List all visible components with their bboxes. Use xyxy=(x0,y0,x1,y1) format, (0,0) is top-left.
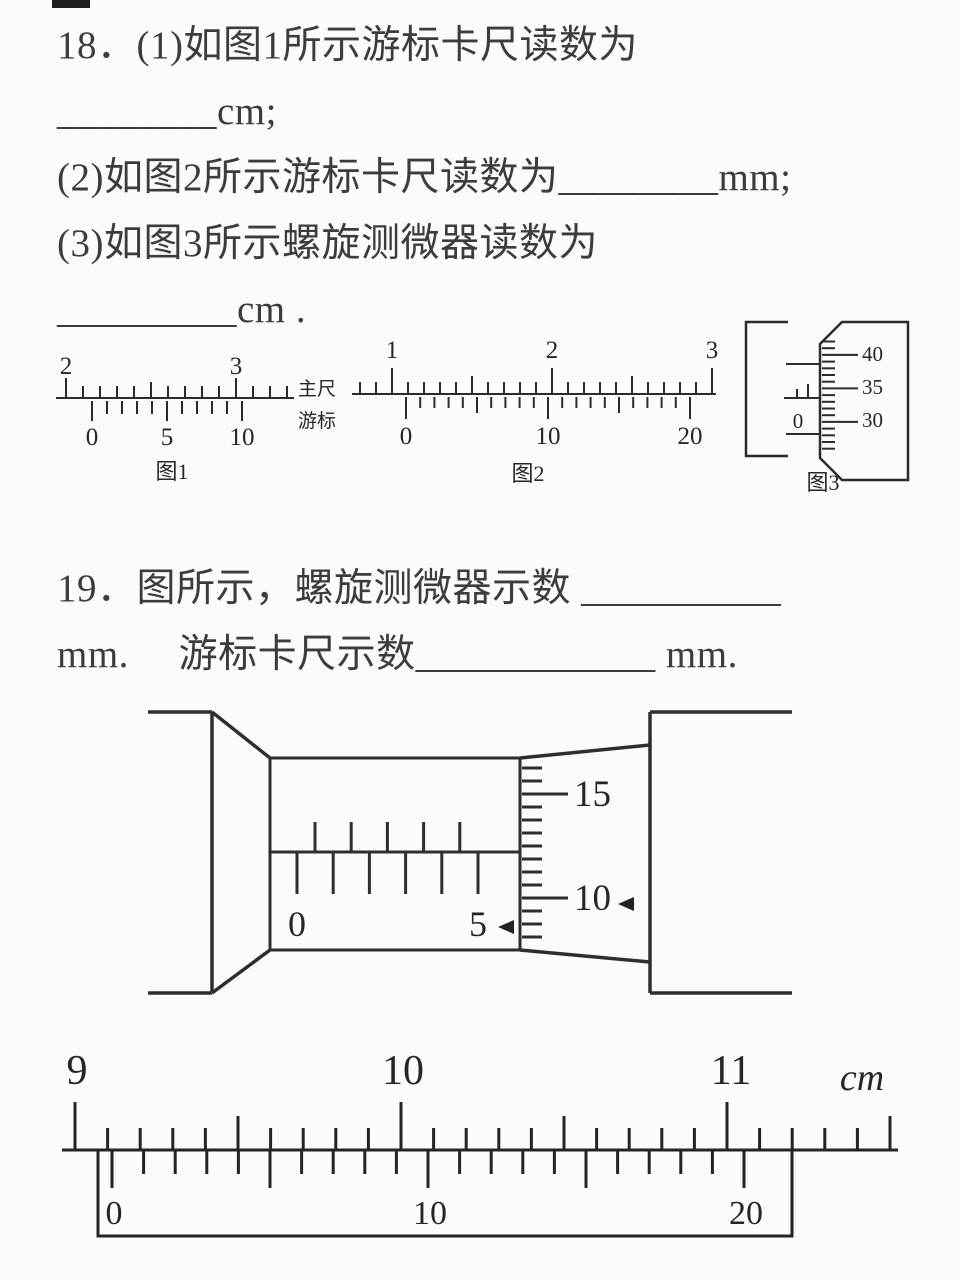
fig2-main-scale-ticks xyxy=(359,368,713,394)
fig3-thimble-ticks xyxy=(822,340,858,450)
caliper-vernier-ticks xyxy=(110,1150,746,1188)
fig2-main-number: 3 xyxy=(706,337,719,364)
fig1-caption: 图1 xyxy=(155,459,188,484)
q18-line-4: (3)如图3所示螺旋测微器读数为 xyxy=(57,222,598,265)
q19-micrometer-figure: 0 5 15 10 xyxy=(148,710,792,995)
sleeve-pointer-arrow-icon xyxy=(498,920,514,934)
micrometer-sleeve-number: 5 xyxy=(469,904,487,944)
fig1-vernier-number: 0 xyxy=(86,424,99,451)
q18-line-2-blank: ________cm; xyxy=(57,90,277,133)
fig3-thimble-number: 40 xyxy=(862,342,883,366)
caliper-vernier-number: 0 xyxy=(106,1195,123,1232)
fig3-thimble-number: 30 xyxy=(862,408,883,432)
fig1-main-scale-ticks xyxy=(65,378,288,398)
caliper-main-scale-ticks xyxy=(73,1102,892,1150)
caliper-main-number: 9 xyxy=(67,1048,88,1094)
q18-line-3: (2)如图2所示游标卡尺读数为________mm; xyxy=(57,156,792,199)
caliper-unit-label: cm xyxy=(840,1057,884,1099)
q19-caliper-figure: 9 10 11 cm 0 10 20 xyxy=(62,1048,898,1238)
fig1-vernier-scale-label: 游标 xyxy=(298,410,336,432)
q18-line-5-blank: _________cm . xyxy=(57,288,307,331)
fig2-caption: 图2 xyxy=(511,461,544,486)
fig1-vernier-number: 5 xyxy=(161,424,174,451)
micrometer-frame-left xyxy=(148,710,272,995)
figure3-micrometer: 0 40 35 30 图3 xyxy=(744,320,910,495)
thimble-pointer-arrow-icon xyxy=(618,897,634,911)
figure1-vernier-caliper: 2 3 主尺 游标 0 5 10 图1 xyxy=(56,353,336,484)
figure2-vernier-caliper: 1 2 3 0 10 20 图2 xyxy=(352,337,719,486)
fig1-vernier-scale-ticks xyxy=(91,401,243,421)
fig3-frame-bracket xyxy=(744,320,788,458)
fig1-main-number: 3 xyxy=(230,353,243,380)
fig2-vernier-number: 0 xyxy=(400,423,413,450)
q19-line-2: mm. 游标卡尺示数____________ mm. xyxy=(57,633,738,676)
micrometer-thimble-number: 10 xyxy=(574,878,611,919)
fig2-vernier-number: 20 xyxy=(678,423,703,450)
micrometer-sleeve xyxy=(268,756,522,952)
fig3-thimble-outline xyxy=(818,320,910,482)
fig2-main-number: 1 xyxy=(386,337,399,364)
fig3-sleeve-number: 0 xyxy=(793,409,804,433)
micrometer-sleeve-number: 0 xyxy=(288,904,306,944)
micrometer-thimble-body xyxy=(519,710,792,995)
micrometer-thimble-number: 15 xyxy=(574,774,611,815)
caliper-main-number: 10 xyxy=(382,1048,424,1094)
micrometer-thimble-ticks xyxy=(522,766,568,939)
fig1-main-number: 2 xyxy=(60,353,73,380)
caliper-vernier-frame xyxy=(96,1150,794,1238)
fig3-thimble-number: 35 xyxy=(862,375,883,399)
caliper-main-number: 11 xyxy=(711,1048,751,1094)
fig2-main-number: 2 xyxy=(546,337,559,364)
caliper-vernier-number: 10 xyxy=(413,1195,447,1232)
q19-line-1: 19．图所示，螺旋测微器示数 __________ xyxy=(57,567,782,610)
fig3-sleeve xyxy=(784,363,820,435)
fig2-vernier-scale-ticks xyxy=(405,397,691,419)
micrometer-sleeve-upper-ticks xyxy=(313,822,462,852)
previous-line-fragment xyxy=(52,0,90,8)
fig1-main-scale-label: 主尺 xyxy=(298,378,336,400)
fig1-vernier-number: 10 xyxy=(230,424,255,451)
q18-line-1: 18．(1)如图1所示游标卡尺读数为 xyxy=(57,24,638,67)
micrometer-sleeve-lower-ticks xyxy=(295,852,480,894)
fig2-vernier-number: 10 xyxy=(536,423,561,450)
fig3-caption: 图3 xyxy=(806,470,839,495)
caliper-vernier-number: 20 xyxy=(729,1195,763,1232)
